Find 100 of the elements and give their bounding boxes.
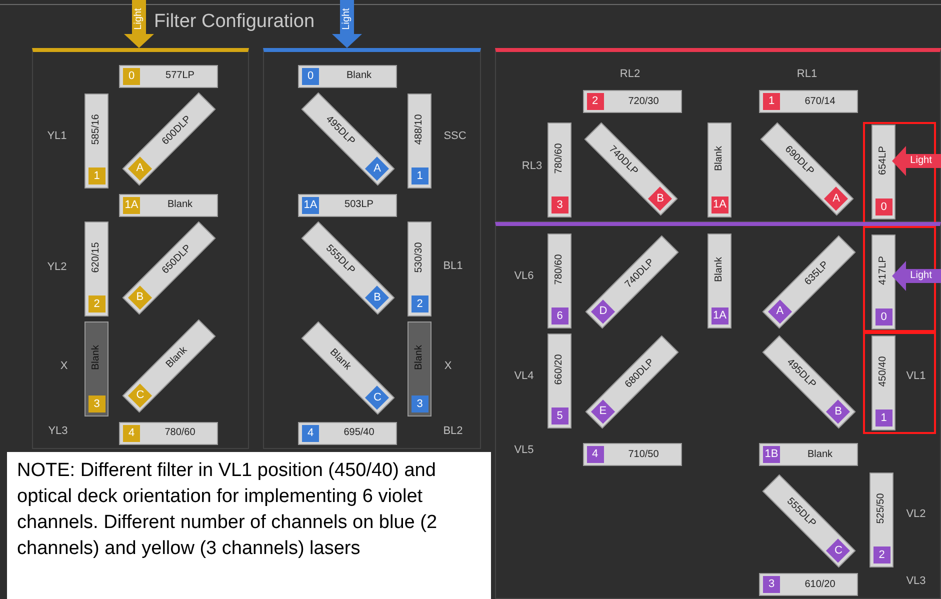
filter-slot xyxy=(119,194,218,216)
filter-label: 780/60 xyxy=(554,253,564,287)
panel-frame xyxy=(32,48,249,449)
note-text: NOTE: Different filter in VL1 position (450/40) and optical deck orientation for implementing 6 violet channels. Different number of channels on blue (2 channels) and yellow (3 channels) lasers xyxy=(17,459,438,561)
filter-label: Blank xyxy=(166,200,194,210)
filter-label: Blank xyxy=(414,344,424,372)
panel-frame xyxy=(495,222,941,599)
filter-label: 660/20 xyxy=(554,353,564,387)
filter-slot xyxy=(547,334,571,428)
filter-slot xyxy=(298,194,397,216)
light-arrow xyxy=(124,0,154,48)
light-arrow xyxy=(892,261,941,291)
filter-slot xyxy=(871,234,895,330)
position-badge: 2 xyxy=(586,93,604,110)
channel-label: YL3 xyxy=(48,424,68,439)
position-badge: A xyxy=(824,186,848,210)
position-badge: 6 xyxy=(550,308,568,324)
light-arrow xyxy=(332,0,362,48)
position-badge: 0 xyxy=(874,308,892,326)
light-arrow xyxy=(892,146,941,176)
channel-label: VL5 xyxy=(514,442,534,458)
filter-slot xyxy=(407,93,431,188)
position-badge: B xyxy=(826,399,850,424)
position-badge: D xyxy=(590,299,615,324)
position-badge: 3 xyxy=(410,396,428,412)
channel-label: BL1 xyxy=(443,258,463,274)
filter-label: 530/30 xyxy=(414,241,424,275)
position-badge: 0 xyxy=(874,198,892,216)
position-badge: 2 xyxy=(88,296,104,312)
filter-label: 488/10 xyxy=(414,112,424,146)
highlight-frame xyxy=(863,226,936,332)
filter-label: 780/60 xyxy=(164,428,196,438)
edge-label: Light xyxy=(342,8,352,30)
channel-label: X xyxy=(444,358,452,374)
position-badge: 3 xyxy=(88,396,104,412)
filter-label: Blank xyxy=(714,145,724,174)
filter-slot xyxy=(759,573,858,596)
position-badge: 1A xyxy=(710,196,728,214)
channel-label: VL3 xyxy=(906,574,926,589)
position-badge: B xyxy=(365,285,390,310)
position-badge: 3 xyxy=(763,576,780,593)
filter-slot xyxy=(119,422,218,444)
filter-slot xyxy=(871,336,895,430)
filter-label: Blank xyxy=(91,344,101,372)
channel-label: RL2 xyxy=(620,66,640,82)
filter-slot xyxy=(84,322,108,416)
edge-label: Light xyxy=(134,8,144,30)
filter-label: Blank xyxy=(714,256,724,284)
position-badge: 1A xyxy=(710,308,728,324)
channel-label: YL1 xyxy=(47,128,67,144)
channel-label: VL6 xyxy=(514,268,534,284)
position-badge: 5 xyxy=(550,408,568,424)
position-badge: B xyxy=(648,186,672,210)
position-badge: 2 xyxy=(410,296,428,312)
channel-label: VL1 xyxy=(906,368,926,384)
filter-slot xyxy=(298,64,397,88)
position-badge: 0 xyxy=(302,68,319,84)
filter-slot xyxy=(759,90,858,113)
filter-slot xyxy=(84,93,108,188)
position-badge: A xyxy=(768,299,792,324)
channel-label: YL2 xyxy=(47,260,67,275)
filter-slot xyxy=(869,472,893,568)
position-badge: 2 xyxy=(872,546,890,564)
filter-slot xyxy=(298,422,397,444)
position-badge: 4 xyxy=(302,424,319,442)
filter-slot xyxy=(547,122,571,218)
channel-label: RL1 xyxy=(796,66,818,82)
filter-slot xyxy=(707,234,731,328)
channel-label: VL2 xyxy=(906,506,926,522)
position-badge: 1 xyxy=(874,410,892,426)
filter-slot xyxy=(707,122,731,218)
filter-slot xyxy=(871,124,895,220)
position-badge: C xyxy=(365,385,390,410)
position-badge: 1 xyxy=(88,167,104,184)
channel-label: RL3 xyxy=(522,158,542,174)
filter-label: 610/20 xyxy=(804,580,836,590)
filter-label: 720/30 xyxy=(627,96,660,106)
filter-label: 654LP xyxy=(878,145,888,177)
position-badge: 4 xyxy=(586,446,604,463)
position-badge: B xyxy=(128,285,152,310)
filter-label: 710/50 xyxy=(627,450,660,460)
position-badge: 1B xyxy=(763,446,780,463)
filter-slot xyxy=(407,322,431,416)
filter-label: 620/15 xyxy=(91,241,101,275)
panel-frame xyxy=(263,48,481,449)
position-badge: 1 xyxy=(763,93,780,110)
edge-label: Light xyxy=(910,156,932,166)
position-badge: 1A xyxy=(302,196,319,214)
filter-label: Blank xyxy=(806,450,834,460)
filter-label: 417LP xyxy=(878,255,888,287)
position-badge: 4 xyxy=(123,424,140,442)
filter-slot xyxy=(407,222,431,316)
filter-slot xyxy=(582,443,682,466)
note-box xyxy=(7,452,491,599)
filter-label: 670/14 xyxy=(804,96,836,106)
filter-label: 450/40 xyxy=(878,355,888,389)
title: Filter Configuration xyxy=(154,12,315,31)
filter-slot xyxy=(582,90,682,113)
position-badge: 3 xyxy=(550,196,568,214)
channel-label: X xyxy=(60,358,68,374)
